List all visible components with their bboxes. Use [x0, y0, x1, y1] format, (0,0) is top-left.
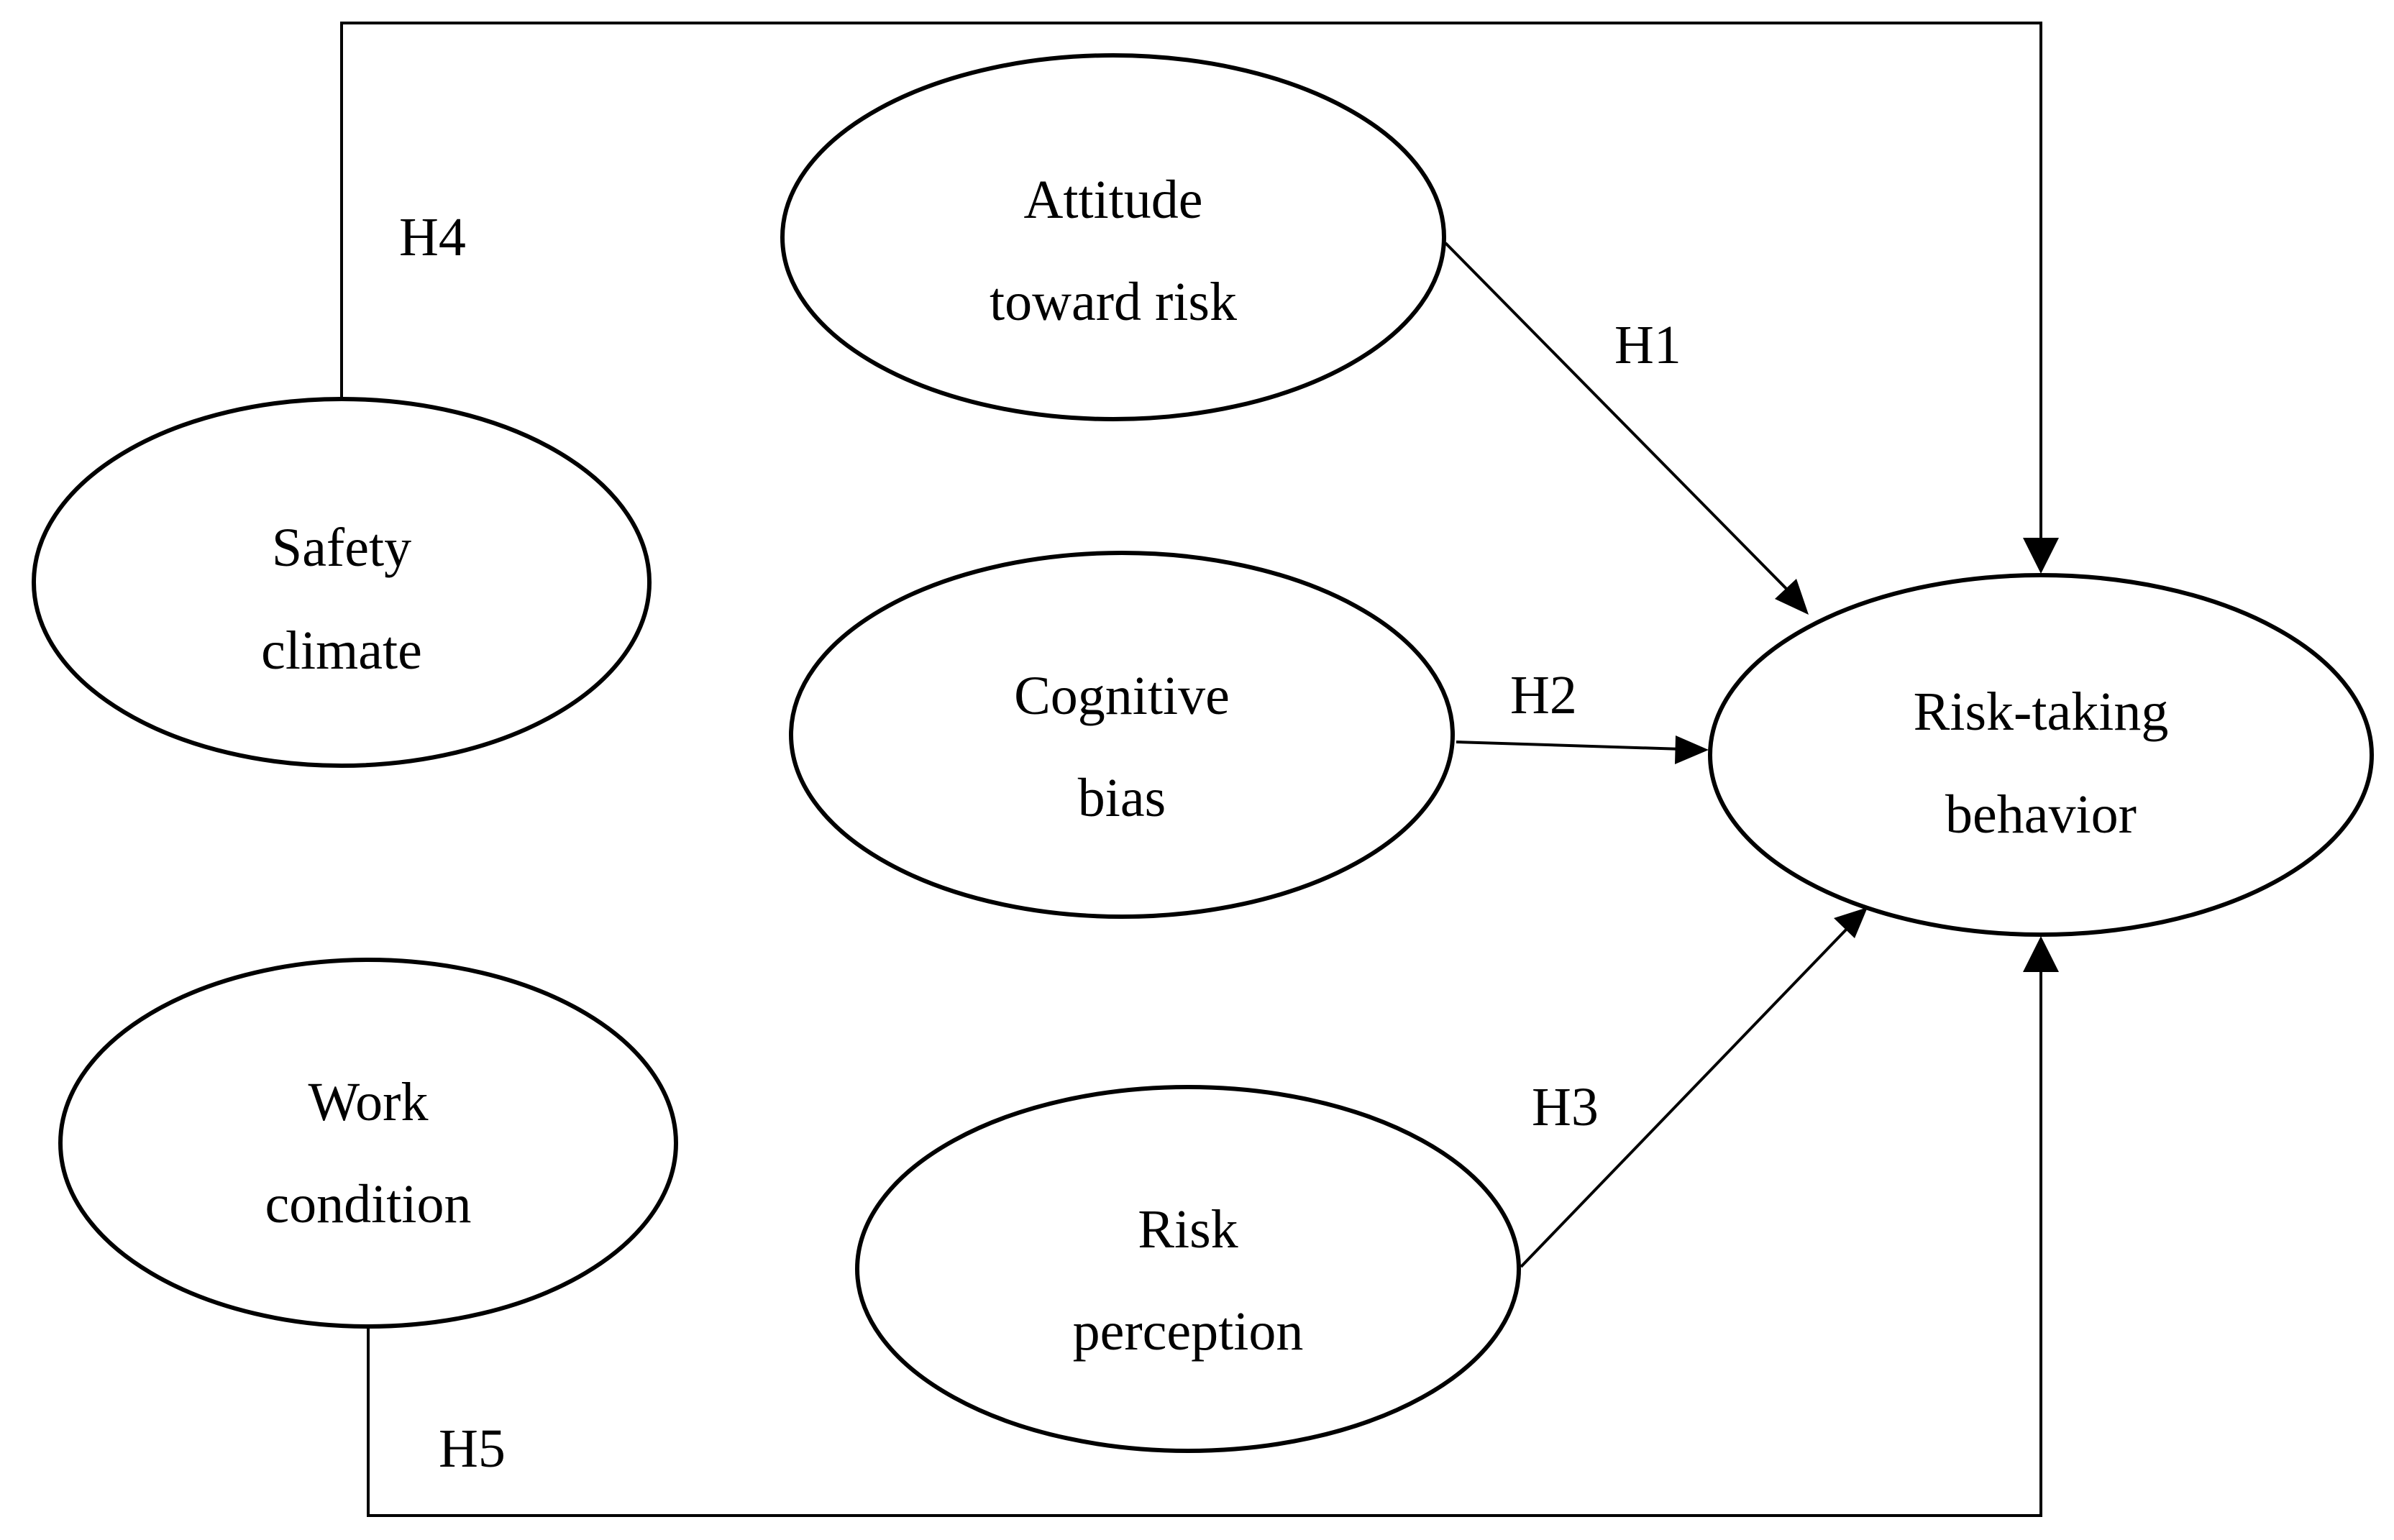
node-risk-taking-shape	[1708, 573, 2374, 937]
edge-h3-line	[1520, 926, 1850, 1268]
node-work-shape	[58, 958, 678, 1329]
edge-h3-arrowhead	[1834, 907, 1868, 938]
node-perception-shape	[855, 1085, 1521, 1453]
edge-h4-line	[340, 22, 2042, 538]
edge-h1-line	[1444, 242, 1796, 598]
edge-label-h1: H1	[1614, 315, 1681, 375]
node-safety-shape	[32, 397, 652, 768]
node-work-line1: Work	[309, 1072, 429, 1132]
edge-h4-arrowhead	[2023, 538, 2059, 574]
edge-label-h4: H4	[399, 207, 466, 267]
node-safety-line2: climate	[261, 620, 422, 681]
edge-h5-line	[367, 972, 2042, 1517]
node-work-line2: condition	[265, 1174, 471, 1234]
node-safety-line1: Safety	[272, 518, 411, 578]
node-cognitive-bias: Cognitive bias	[789, 551, 1455, 919]
node-cognitive-line2: bias	[1078, 768, 1166, 828]
node-cognitive-line1: Cognitive	[1014, 666, 1230, 726]
node-attitude-line2: toward risk	[990, 272, 1237, 332]
node-risk-taking-line1: Risk-taking	[1914, 682, 2169, 742]
node-safety-climate: Safety climate	[32, 397, 652, 768]
node-attitude-toward-risk: Attitude toward risk	[780, 53, 1446, 421]
edge-h2-line	[1456, 741, 1683, 751]
node-perception-line2: perception	[1073, 1301, 1304, 1362]
edge-h1-arrowhead	[1775, 579, 1809, 615]
node-risk-perception: Risk perception	[855, 1085, 1521, 1453]
edge-h5-arrowhead	[2023, 936, 2059, 972]
edge-label-h5: H5	[439, 1418, 506, 1479]
edge-label-h2: H2	[1510, 665, 1577, 725]
node-attitude-line1: Attitude	[1023, 170, 1202, 230]
node-perception-line1: Risk	[1138, 1199, 1238, 1260]
node-risk-taking-line2: behavior	[1945, 784, 2137, 845]
node-work-condition: Work condition	[58, 958, 678, 1329]
edge-labels: H4 H1 H2 H3 H5	[399, 207, 1681, 1479]
edge-h2-arrowhead	[1675, 735, 1709, 764]
edge-label-h3: H3	[1532, 1077, 1599, 1137]
node-attitude-shape	[780, 53, 1446, 421]
node-risk-taking-behavior: Risk-taking behavior	[1708, 573, 2374, 937]
edges	[340, 22, 2059, 1517]
node-cognitive-shape	[789, 551, 1455, 919]
